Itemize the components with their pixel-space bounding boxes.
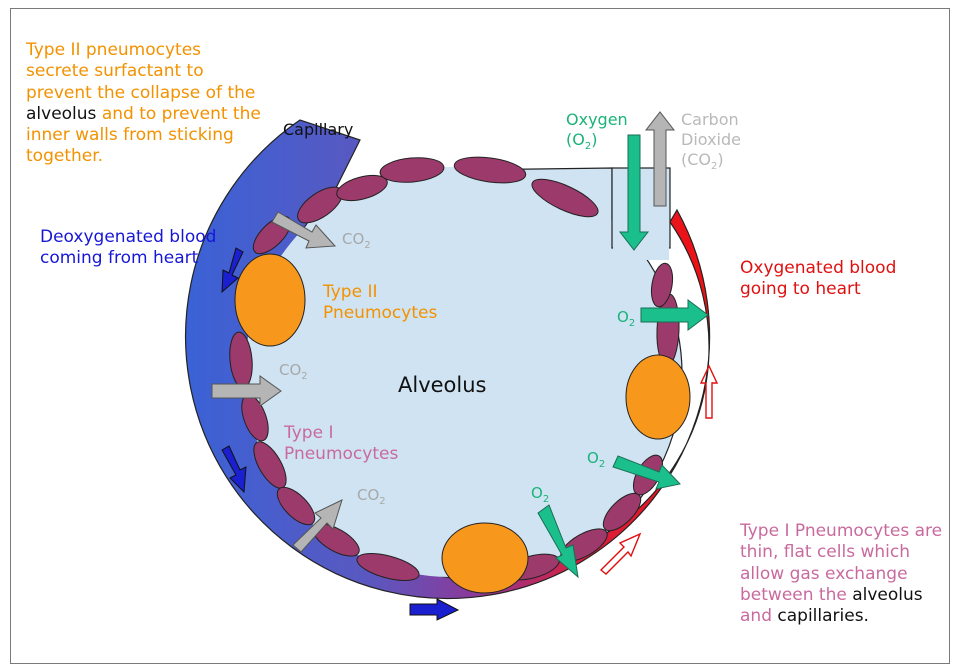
type1-pneumocytes-label: Type I Pneumocytes (284, 423, 444, 466)
oxygen-label: Oxygen(O2) (566, 110, 628, 154)
type2-pneumocytes-label: Type II Pneumocytes (323, 282, 483, 325)
alveolus-label: Alveolus (398, 372, 486, 398)
type1-pneumocytes-note: Type I Pneumocytes are thin, flat cells … (740, 521, 945, 627)
capillary-label: Capillary (283, 120, 353, 140)
deoxygenated-blood-label: Deoxygenated blood coming from heart (40, 227, 220, 270)
oxygenated-blood-label: Oxygenated blood going to heart (740, 258, 910, 301)
surfactant-note: Type II pneumocytes secrete surfactant t… (26, 40, 266, 168)
